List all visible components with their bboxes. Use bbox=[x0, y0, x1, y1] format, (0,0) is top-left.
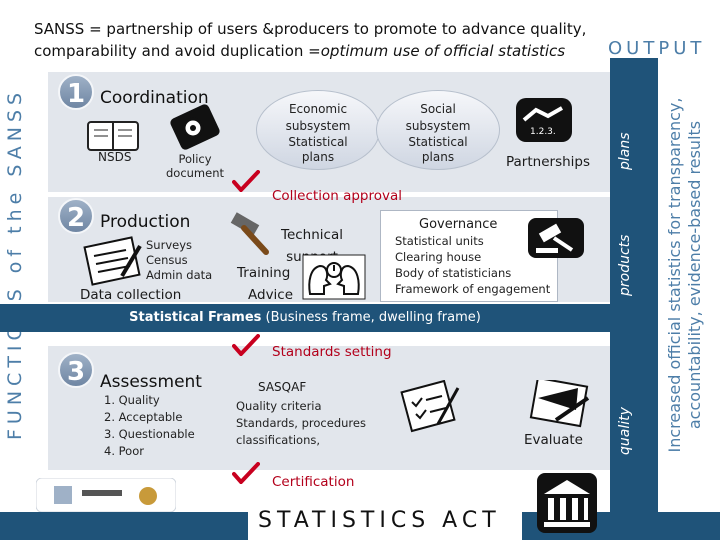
data-collection-label: Data collection bbox=[80, 287, 182, 303]
governance-item: Statistical units bbox=[395, 234, 484, 248]
quality-level: 2. Acceptable bbox=[104, 410, 183, 424]
social-subsystem: Social subsystem Statistical plans bbox=[376, 90, 500, 170]
book-icon bbox=[87, 121, 139, 151]
output-column bbox=[610, 58, 658, 512]
data-sources-list: Surveys Census Admin data bbox=[146, 238, 212, 283]
economic-subsystem: Economic subsystem Statistical plans bbox=[256, 90, 380, 170]
logo-fragment bbox=[36, 478, 176, 512]
title-line-2: comparability and avoid duplication =opt… bbox=[34, 40, 594, 62]
governance-items: Statistical units Clearing house Body of… bbox=[395, 233, 550, 297]
title-line-2-italic: optimum use of official statistics bbox=[320, 42, 566, 60]
standards-setting-label: Standards setting bbox=[272, 344, 392, 360]
quality-level: 1. Quality bbox=[104, 393, 160, 407]
criteria-item: Standards, procedures bbox=[236, 416, 366, 430]
step-number-3: 3 bbox=[58, 352, 94, 388]
survey-form-icon bbox=[83, 236, 142, 286]
sasqaf-label: SASQAF bbox=[258, 380, 307, 394]
training-label: Training bbox=[237, 265, 291, 281]
step-number-2: 2 bbox=[58, 198, 94, 234]
social-statistical-plans: Statistical plans bbox=[408, 135, 468, 164]
output-label-plans: plans bbox=[617, 132, 633, 170]
quality-levels: 1. Quality 2. Acceptable 3. Questionable… bbox=[104, 392, 195, 460]
quality-level: 3. Questionable bbox=[104, 427, 195, 441]
source-admin-data: Admin data bbox=[146, 268, 213, 282]
statistical-frames-bar: Statistical Frames (Business frame, dwel… bbox=[0, 304, 610, 332]
conversation-icon bbox=[302, 254, 366, 300]
building-icon bbox=[537, 473, 597, 533]
output-label-products: products bbox=[617, 234, 633, 296]
checkmark-icon bbox=[232, 462, 260, 484]
functions-label: FUNCTIONS of the SANSS bbox=[4, 87, 26, 440]
assessment-band bbox=[48, 346, 616, 470]
production-title: Production bbox=[100, 212, 191, 232]
governance-item: Clearing house bbox=[395, 250, 482, 264]
certification-label: Certification bbox=[272, 474, 355, 490]
criteria-item: classifications, bbox=[236, 433, 321, 447]
output-title: OUTPUT bbox=[608, 38, 706, 59]
hammer-icon bbox=[230, 212, 269, 255]
handshake-icon: 1.2.3. bbox=[516, 98, 572, 142]
economic-statistical-plans: Statistical plans bbox=[288, 135, 348, 164]
checkmark-icon bbox=[232, 334, 260, 356]
policy-document-icon bbox=[170, 104, 220, 150]
statistics-act-box bbox=[248, 504, 522, 540]
assessment-title: Assessment bbox=[100, 372, 202, 392]
partnerships-label: Partnerships bbox=[506, 154, 591, 170]
nsds-label: NSDS bbox=[98, 150, 132, 164]
checkmark-icon bbox=[232, 170, 260, 192]
frames-bold: Statistical Frames bbox=[129, 310, 262, 325]
gavel-icon bbox=[528, 218, 584, 258]
statistics-act-label: STATISTICS ACT bbox=[258, 508, 501, 533]
source-census: Census bbox=[146, 253, 188, 267]
advice-label: Advice bbox=[248, 287, 294, 303]
collection-approval-label: Collection approval bbox=[272, 188, 403, 204]
title-line-1: SANSS = partnership of users &producers … bbox=[34, 20, 587, 38]
governance-item: Body of statisticians bbox=[395, 266, 512, 280]
quality-level: 4. Poor bbox=[104, 444, 144, 458]
evaluate-label: Evaluate bbox=[524, 432, 583, 448]
output-label-quality: quality bbox=[617, 407, 633, 455]
coordination-title: Coordination bbox=[100, 88, 209, 108]
checklist-icon bbox=[400, 380, 460, 433]
step-number-1: 1 bbox=[58, 74, 94, 110]
criteria-item: Quality criteria bbox=[236, 399, 322, 413]
governance-title: Governance bbox=[419, 217, 498, 232]
social-subsystem-title: Social subsystem bbox=[405, 102, 471, 133]
slide-title: SANSS = partnership of users &producers … bbox=[34, 18, 594, 62]
evaluate-icon bbox=[529, 380, 590, 428]
governance-item: Framework of engagement bbox=[395, 282, 551, 296]
quality-criteria-list: Quality criteria Standards, procedures c… bbox=[236, 398, 366, 449]
handshake-text: 1.2.3. bbox=[530, 127, 556, 137]
title-line-2-prefix: comparability and avoid duplication = bbox=[34, 42, 321, 60]
source-surveys: Surveys bbox=[146, 238, 192, 252]
frames-rest: (Business frame, dwelling frame) bbox=[261, 310, 481, 325]
outcome-statement: Increased official statistics for transp… bbox=[665, 97, 704, 453]
economic-subsystem-title: Economic subsystem bbox=[285, 102, 351, 133]
policy-document-label: Policy document bbox=[165, 152, 225, 180]
